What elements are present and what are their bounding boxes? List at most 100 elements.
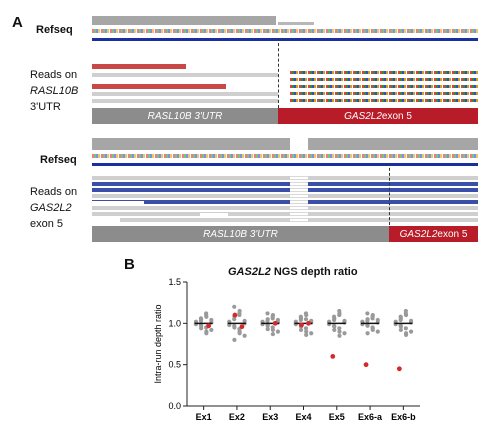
highlight-point — [330, 354, 336, 359]
x-tick-label: Ex2 — [229, 412, 245, 422]
top-mismatch-strip-4 — [290, 92, 478, 95]
top-refseq-label: Refseq — [36, 24, 73, 36]
top-read-gray-2 — [92, 92, 278, 96]
bottom-gap-block — [290, 174, 308, 224]
data-point — [265, 327, 270, 332]
bottom-short-read-1 — [92, 201, 144, 204]
x-tick-label: Ex5 — [329, 412, 345, 422]
top-mismatch-strip-3 — [290, 85, 478, 88]
data-point — [365, 311, 370, 316]
bottom-read-blue-3 — [92, 200, 478, 204]
data-point — [365, 323, 370, 328]
bottom-read-gray-4 — [92, 212, 478, 216]
data-point — [332, 327, 337, 333]
highlight-point — [232, 312, 238, 318]
data-point — [309, 331, 314, 336]
top-gene-rasl10b: RASL10B 3'UTR — [92, 108, 278, 124]
data-point — [298, 327, 304, 333]
data-point — [337, 329, 342, 334]
highlight-point — [272, 320, 278, 326]
data-point — [270, 316, 275, 321]
data-point — [408, 318, 414, 323]
bottom-gene-bar: RASL10B 3'UTR GAS2L2 exon 5 — [92, 226, 478, 242]
data-point — [304, 332, 309, 338]
data-point — [337, 333, 342, 338]
bottom-gene-rasl10b: RASL10B 3'UTR — [92, 226, 389, 242]
data-point — [232, 317, 237, 322]
bottom-refseq-label: Refseq — [40, 154, 77, 166]
bottom-refseq-line — [92, 163, 478, 166]
data-point — [403, 332, 409, 338]
data-point — [204, 311, 209, 316]
top-refseq-strip — [92, 29, 478, 33]
data-point — [209, 317, 214, 323]
bottom-refseq-strip — [92, 154, 478, 158]
x-tick-label: Ex6-a — [358, 412, 383, 422]
top-gene-gas2l2: GAS2L2 exon 5 — [278, 108, 478, 124]
data-point — [398, 314, 403, 319]
top-gene-bar: RASL10B 3'UTR GAS2L2 exon 5 — [92, 108, 478, 124]
top-mismatch-strip-5 — [290, 99, 478, 102]
highlight-point — [363, 362, 369, 368]
x-tick-label: Ex4 — [295, 412, 311, 422]
data-point — [242, 318, 247, 323]
bottom-read-blue-2 — [92, 188, 478, 192]
highlight-point — [299, 322, 304, 328]
data-point — [303, 311, 309, 316]
highlight-point — [306, 320, 311, 326]
top-read-gray-1 — [92, 73, 278, 77]
data-point — [331, 317, 337, 323]
data-point — [237, 312, 242, 318]
y-tick-label: 1.5 — [168, 277, 181, 287]
data-point — [298, 317, 303, 323]
x-tick-label: Ex3 — [262, 412, 278, 422]
top-coverage-track — [92, 16, 276, 25]
top-igv-panel: Refseq Reads on RASL10B 3'UTR RASL10B 3'… — [0, 0, 500, 130]
data-point — [403, 326, 408, 331]
panel-b-letter: B — [124, 256, 135, 273]
bottom-junction-line — [389, 163, 390, 225]
data-point — [370, 316, 375, 321]
data-point — [303, 317, 309, 322]
bottom-read-gray-3 — [92, 206, 478, 210]
data-point — [398, 324, 403, 329]
x-tick-label: Ex6-b — [391, 412, 416, 422]
data-point — [375, 329, 380, 334]
data-point — [370, 326, 375, 331]
panel-a-letter: A — [12, 14, 23, 31]
data-point — [303, 326, 309, 331]
data-point — [199, 326, 204, 331]
data-point — [265, 318, 270, 323]
data-point — [403, 308, 408, 314]
x-tick-label: Ex1 — [196, 412, 212, 422]
y-tick-label: 0.5 — [168, 360, 181, 370]
bottom-igv-panel: Refseq Reads on GAS2L2 exon 5 RASL10B 3'… — [0, 130, 500, 245]
chart-title: GAS2L2 NGS depth ratio — [228, 266, 358, 278]
top-junction-line — [278, 38, 279, 108]
top-mismatch-strip-1 — [290, 71, 478, 74]
data-point — [270, 331, 276, 337]
bottom-gene-gas2l2: GAS2L2 exon 5 — [389, 226, 478, 242]
data-point — [265, 323, 270, 328]
data-point — [232, 304, 237, 309]
data-point — [337, 312, 342, 318]
top-coverage-track-right — [278, 22, 314, 25]
data-point — [375, 317, 380, 323]
data-point — [232, 337, 237, 342]
data-point — [342, 331, 347, 336]
data-point — [242, 333, 247, 338]
top-reads-label: Reads on RASL10B 3'UTR — [30, 69, 79, 113]
data-point — [275, 317, 281, 323]
data-point — [237, 329, 242, 334]
data-point — [408, 329, 414, 334]
data-point — [332, 324, 337, 329]
y-tick-label: 1.0 — [168, 318, 181, 328]
bottom-short-read-2 — [200, 213, 228, 216]
data-point — [365, 331, 370, 336]
top-mismatch-strip-2 — [290, 78, 478, 81]
data-point — [337, 308, 342, 314]
data-point — [331, 314, 337, 319]
data-point — [265, 311, 270, 316]
data-point — [275, 329, 281, 334]
